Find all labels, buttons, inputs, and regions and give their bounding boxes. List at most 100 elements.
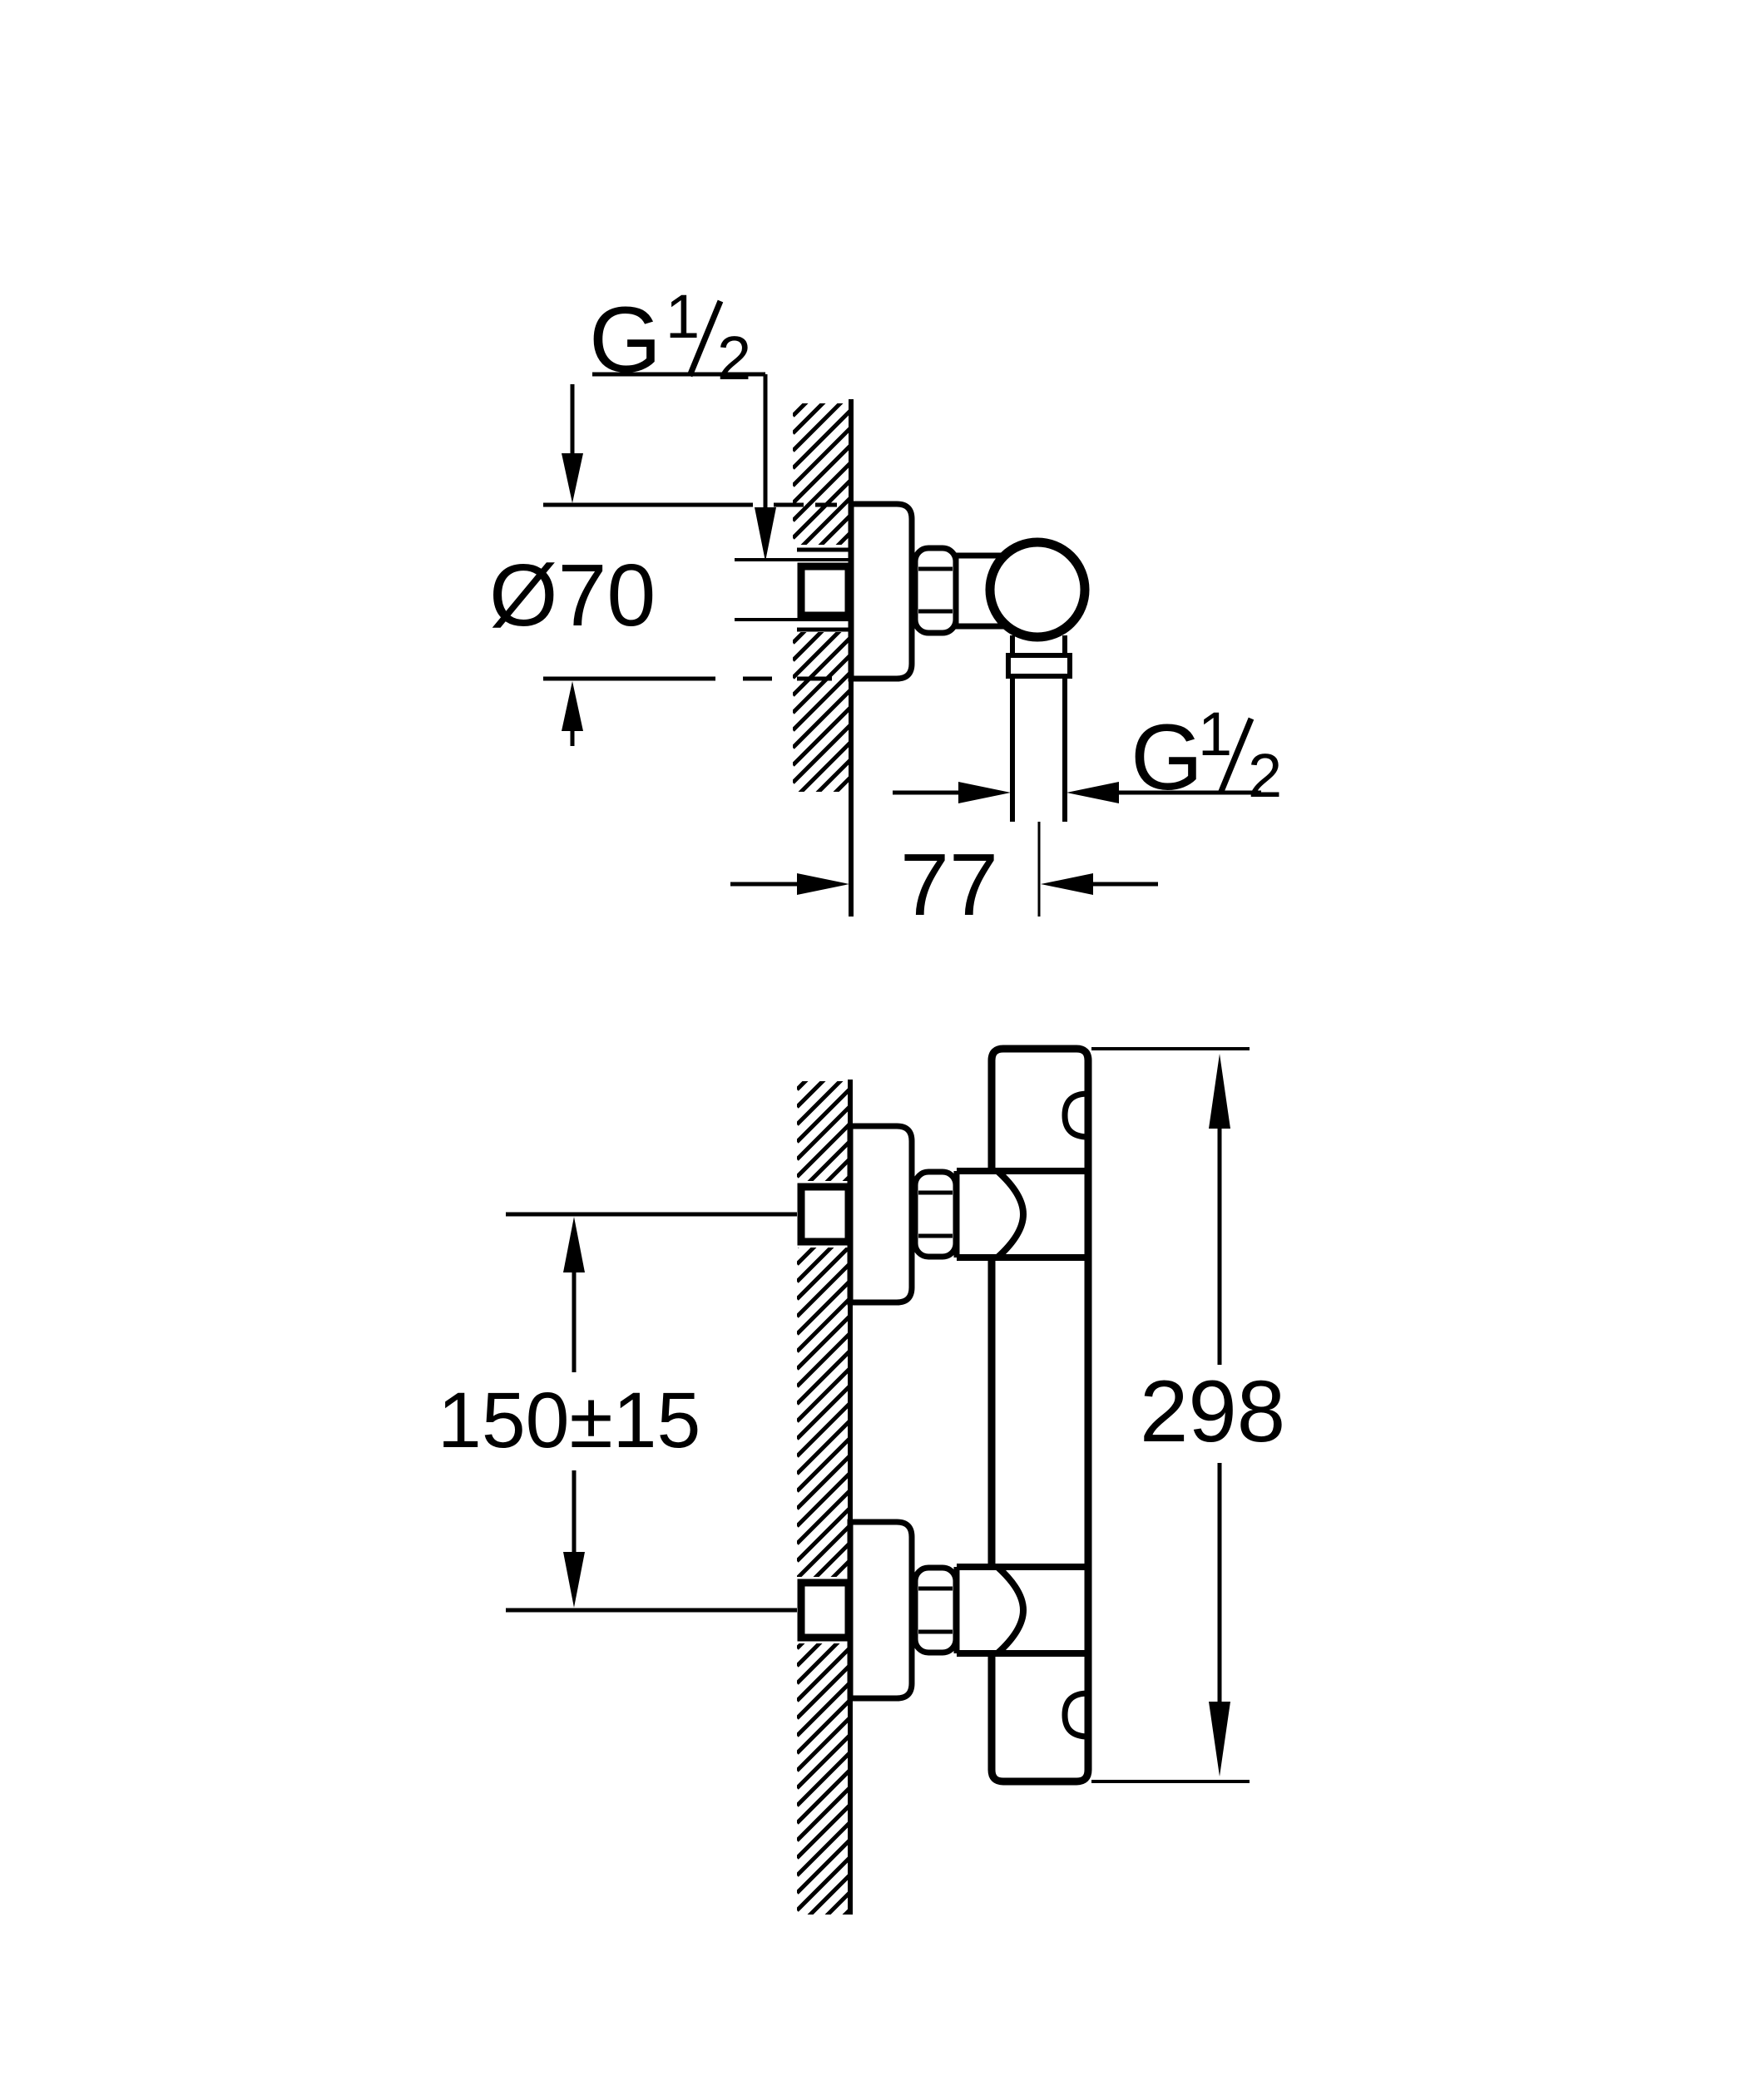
hatch-line (793, 635, 851, 697)
arrowhead-up (562, 681, 583, 731)
hatch-line (797, 1454, 850, 1510)
dimension-label: 150±15 (438, 1376, 700, 1465)
escutcheon (847, 1519, 915, 1702)
hatch-line (793, 408, 851, 470)
hatch-line (797, 1436, 850, 1493)
hatch-line (797, 1524, 850, 1580)
inwall-union-nut (797, 1183, 853, 1246)
dimension-label: Ø70 (489, 546, 656, 645)
fraction-slash (686, 299, 724, 378)
inwall-union-nut (797, 1579, 853, 1642)
hatch-line (793, 794, 851, 852)
hatch-line (793, 443, 851, 505)
hatch-line (797, 1262, 850, 1318)
side-view: G 1 2 Ø70 77 (489, 282, 1282, 934)
mixer-body-outline (987, 1045, 1092, 1786)
union-hex-nut (912, 1564, 959, 1656)
hatch-line (797, 1401, 850, 1458)
front-view: 150±15 298 (438, 1045, 1285, 1915)
thermostat-knob-circle (985, 537, 1090, 642)
dimension-label: G (589, 288, 661, 392)
hatch-line (793, 670, 851, 732)
hatch-line (797, 1081, 850, 1126)
dimension-inlet-thread: G 1 2 (589, 282, 776, 561)
arrowhead-up (1209, 1054, 1230, 1129)
hatch-line (793, 426, 851, 487)
fraction-slash (1217, 717, 1255, 795)
hatch-line (797, 1890, 850, 1915)
hatch-line (797, 1244, 850, 1301)
body-cap-arc (1062, 1690, 1089, 1740)
dimension-connection-spacing: 150±15 (438, 1212, 797, 1613)
hatch-line (797, 1104, 850, 1161)
dimension-label-sup: 1 (1198, 699, 1232, 768)
inwall-union-nut (797, 562, 853, 620)
hatch-line (797, 1471, 850, 1528)
arrowhead-down (1209, 1702, 1230, 1776)
mixer-body-fill (992, 1049, 1088, 1781)
hatch-line (793, 653, 851, 714)
hatch-line (793, 403, 851, 452)
hatch-line (797, 1122, 850, 1178)
arrowhead-right (958, 782, 1011, 803)
dimension-label-sub: 2 (1248, 741, 1282, 810)
inlet-horn-fill (957, 1567, 997, 1653)
dimension-label-sup: 1 (666, 282, 700, 351)
hatch-line (793, 758, 851, 792)
dimension-label: 77 (900, 836, 998, 934)
hatch-line (797, 1908, 850, 1915)
hatch-line (793, 740, 851, 792)
arrowhead-right (797, 873, 849, 895)
hatch-line (797, 1384, 850, 1440)
inlet-seat-chevron (995, 1564, 1027, 1656)
hatch-line (797, 1297, 850, 1353)
hatch-line (797, 1279, 850, 1336)
hatch-line (797, 1506, 850, 1563)
arrowhead-down (562, 453, 583, 503)
hatch-line (793, 478, 851, 540)
inlet-horn-fill (957, 1171, 997, 1258)
hatch-line (797, 1681, 850, 1737)
hatch-line (797, 1314, 850, 1371)
dimension-overall-height: 298 (1091, 1047, 1285, 1783)
hatch-line (797, 1838, 850, 1895)
arrowhead-down (755, 507, 776, 561)
inlet-seat-chevron (995, 1169, 1027, 1260)
dimension-outlet-thread: G 1 2 (893, 699, 1282, 810)
hatch-line (797, 1768, 850, 1825)
hatch-line (797, 1698, 850, 1755)
hatch-line (797, 1489, 850, 1545)
hatch-line (797, 1786, 850, 1842)
hatch-line (797, 1873, 850, 1915)
union-hex-nut (912, 1169, 959, 1260)
hatch-line (797, 1366, 850, 1423)
hatch-line (797, 1751, 850, 1807)
arrowhead-up (563, 1217, 585, 1272)
hatch-line (793, 705, 851, 767)
arrowhead-left (1041, 873, 1093, 895)
hatch-line (797, 1349, 850, 1406)
hatch-line (793, 403, 851, 418)
dimension-label-sub: 2 (717, 324, 751, 393)
hatch-line (793, 461, 851, 522)
hatch-line (797, 1733, 850, 1790)
body-cap-arc (1062, 1090, 1089, 1140)
dimension-label: 298 (1140, 1363, 1285, 1460)
wall-hatching (797, 1081, 850, 1915)
escutcheon (847, 1123, 915, 1306)
hatch-line (797, 1332, 850, 1388)
hatch-line (797, 1087, 850, 1144)
dimension-wall-to-hose-axis: 77 (730, 836, 1158, 934)
hatch-line (793, 723, 851, 784)
hatch-line (797, 1716, 850, 1772)
hatch-line (793, 775, 851, 792)
union-hex-nut (912, 545, 959, 636)
dimension-escutcheon-diameter: Ø70 (489, 384, 837, 746)
hatch-line (797, 1855, 850, 1912)
hatch-line (793, 688, 851, 749)
hatch-line (797, 1803, 850, 1860)
hatch-line (797, 1646, 850, 1702)
hatch-line (797, 1663, 850, 1720)
